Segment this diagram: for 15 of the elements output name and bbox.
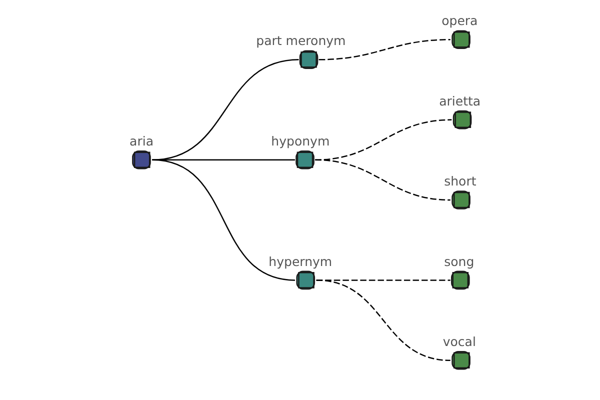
connector bbox=[316, 280, 450, 362]
node-label: part meronym bbox=[256, 33, 346, 48]
node-label: vocal bbox=[442, 334, 476, 349]
connector bbox=[152, 59, 299, 161]
node-label: hypernym bbox=[268, 254, 332, 269]
connector bbox=[152, 159, 296, 281]
node-label: song bbox=[444, 254, 474, 269]
connector bbox=[318, 38, 450, 60]
connector bbox=[315, 119, 452, 161]
node-label: aria bbox=[130, 133, 154, 148]
connector bbox=[315, 159, 450, 201]
node-label: short bbox=[444, 174, 476, 189]
node-label: arietta bbox=[439, 93, 481, 108]
node-label: hyponym bbox=[271, 133, 330, 148]
node-label: opera bbox=[442, 13, 478, 28]
